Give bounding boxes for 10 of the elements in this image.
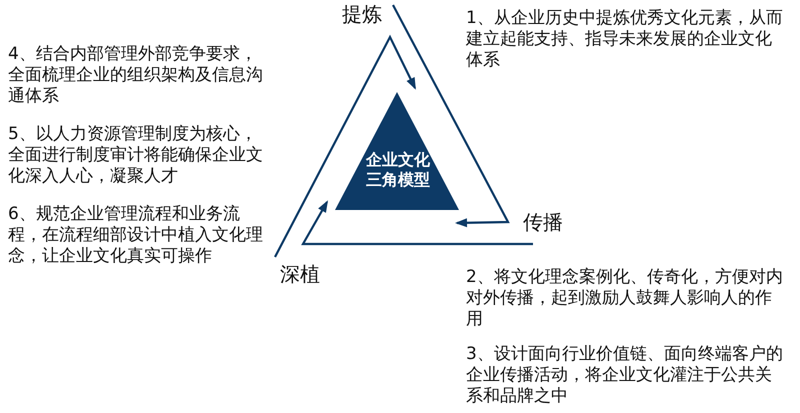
note-text: 2、将文化理念案例化、传奇化，方便对内对外传播，起到激励人鼓舞人影响人的作用: [466, 267, 784, 330]
note-text: 4、结合内部管理外部竞争要求，全面梳理企业的组织架构及信息沟通体系: [8, 44, 264, 107]
stage-label: 深植: [280, 262, 320, 286]
note-text: 6、规范企业管理流程和业务流程，在流程细部设计中植入文化理念，让企业文化真实可操作: [8, 204, 264, 267]
note-text: 5、以人力资源管理制度为核心，全面进行制度审计将能确保企业文化深入人心，凝聚人才: [8, 124, 264, 187]
note-text: 1、从企业历史中提炼优秀文化元素，从而建立起能支持、指导未来发展的企业文化体系: [466, 8, 784, 71]
note-text: 3、设计面向行业价值链、面向终端客户的企业传播活动，将企业文化灌注于公共关系和品牌之中: [466, 344, 784, 407]
node-title: 企业文化三角模型: [365, 150, 431, 190]
stage-label: 传播: [523, 210, 563, 234]
stage-label: 提炼: [342, 2, 382, 26]
